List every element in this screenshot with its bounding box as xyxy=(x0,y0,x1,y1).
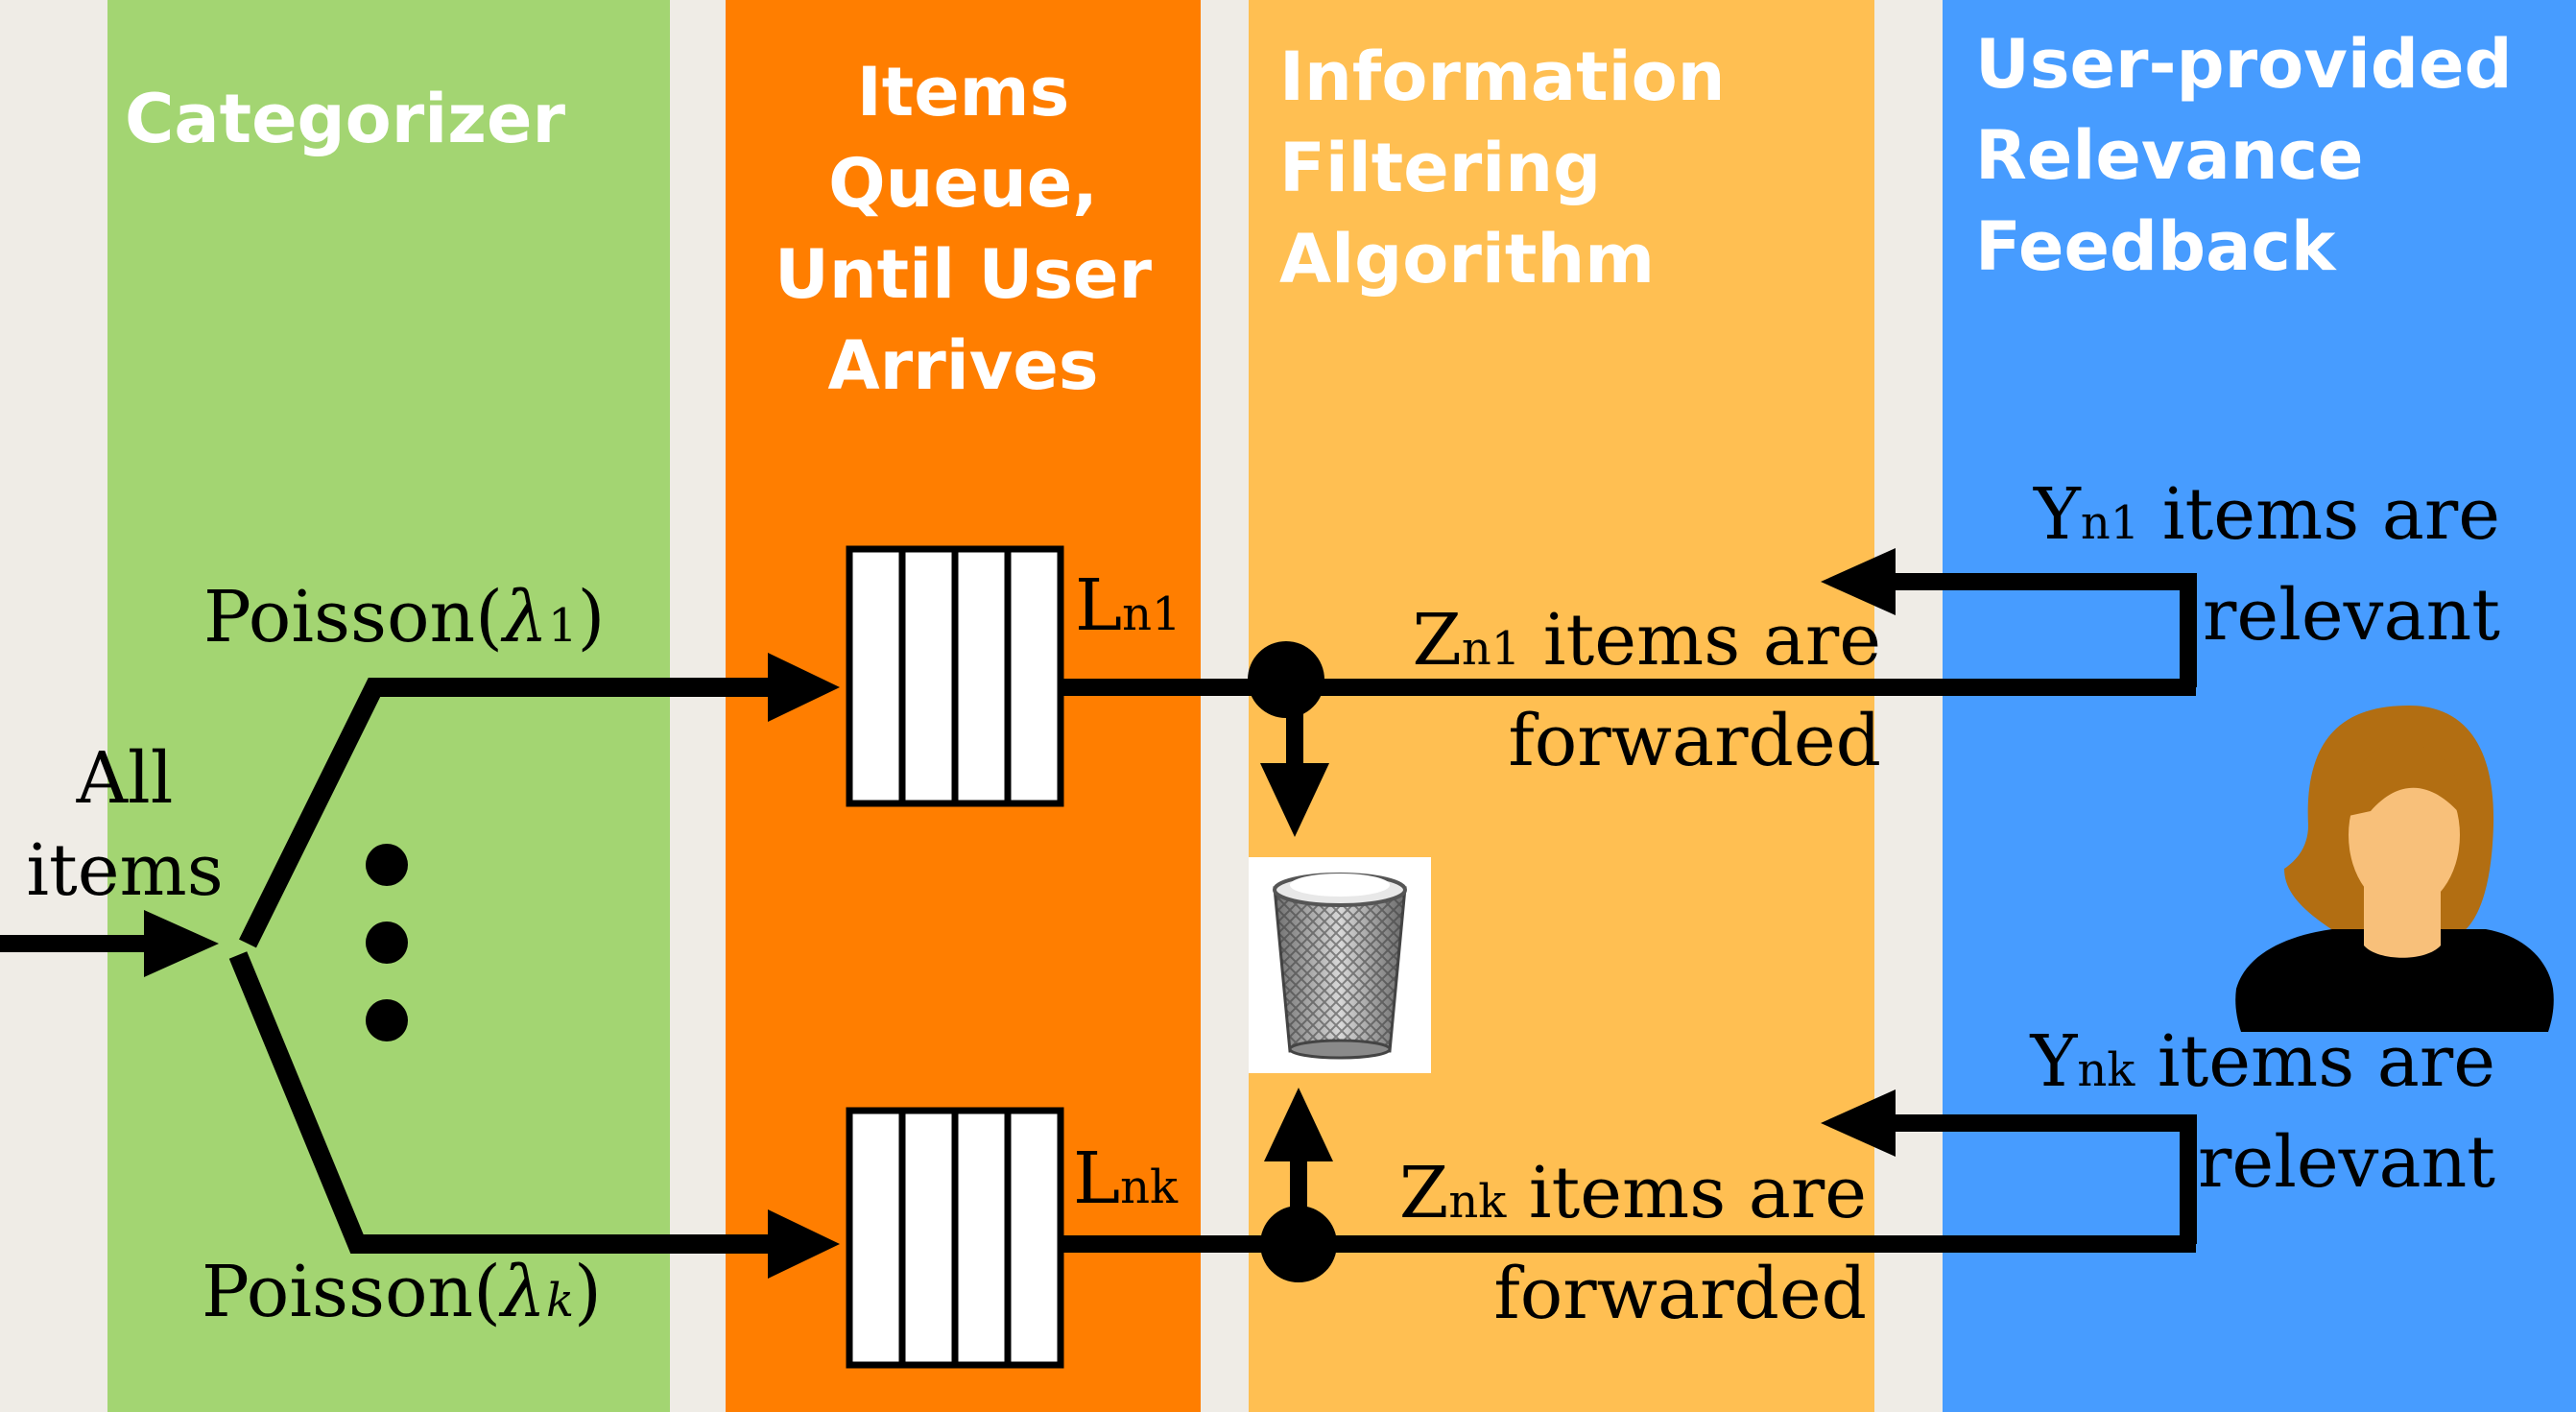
queue-top xyxy=(846,545,1064,807)
forwarded-n1-label: Zn1 items are forwarded xyxy=(1412,599,1881,782)
feedback-loop-bottom xyxy=(1821,1089,2197,1244)
arrow-to-queue-bottom xyxy=(768,1209,840,1279)
relevant-n1-label: Yn1 items are relevant xyxy=(2034,473,2500,657)
relevance-feedback-title: User-provided Relevance Feedback xyxy=(1975,25,2513,286)
relevance-feedback-column xyxy=(1943,0,2576,1412)
branch-lines xyxy=(228,678,787,1254)
poisson-rate-k-label: Poisson(λk) xyxy=(202,1251,602,1333)
user-avatar-icon xyxy=(2235,706,2554,1032)
input-arrow xyxy=(0,910,219,977)
queue-length-nk-label: Lnk xyxy=(1073,1137,1179,1220)
filtering-algorithm-column xyxy=(1249,0,1874,1412)
discard-arrow-top xyxy=(1260,680,1329,837)
relevant-nk-label: Ynk items are relevant xyxy=(2030,1020,2495,1204)
ellipsis-dots xyxy=(366,844,408,1041)
items-queue-title: Items Queue, Until User Arrives xyxy=(775,53,1152,405)
queue-length-n1-label: Ln1 xyxy=(1075,564,1181,647)
categorizer-column xyxy=(107,0,670,1412)
discard-arrow-bottom xyxy=(1264,1088,1333,1244)
filtering-algorithm-title: Information Filtering Algorithm xyxy=(1279,37,1726,299)
all-items-label: All items xyxy=(26,737,224,912)
trash-can-icon xyxy=(1249,857,1431,1073)
categorizer-title: Categorizer xyxy=(125,80,565,158)
feedback-loop-top xyxy=(1821,548,2197,687)
arrow-to-queue-top xyxy=(768,653,840,722)
queue-bottom xyxy=(846,1107,1064,1369)
forwarded-nk-label: Znk items are forwarded xyxy=(1398,1152,1867,1335)
poisson-rate-1-label: Poisson(λ1) xyxy=(203,576,606,658)
